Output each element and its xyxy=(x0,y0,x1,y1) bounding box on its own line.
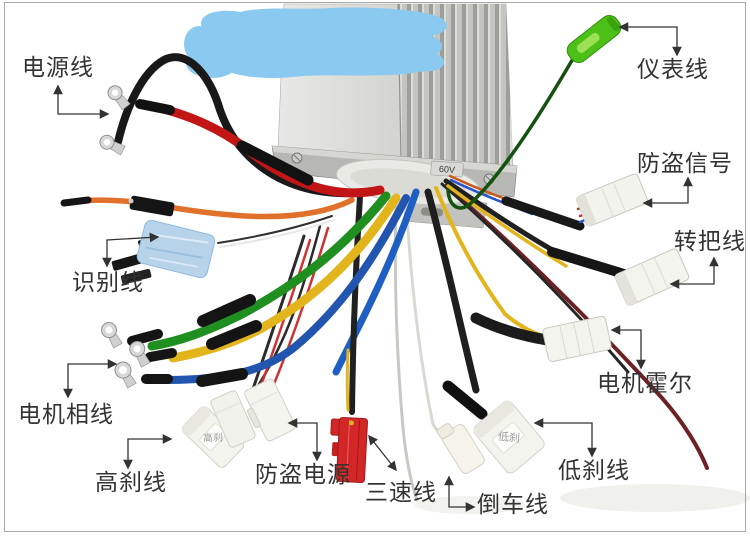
sleeve-antitheft-signal xyxy=(501,196,585,231)
connectors: 低刹 高刹 xyxy=(99,14,690,484)
wire-low-brake xyxy=(424,188,480,394)
meter-connector xyxy=(566,14,622,64)
label-id-line: 识别线 xyxy=(72,270,144,295)
label-reverse-line: 倒车线 xyxy=(477,492,549,517)
label-low-brake: 低刹线 xyxy=(558,458,630,483)
label-throttle-line: 转把线 xyxy=(674,229,746,254)
high-brake-connector: 高刹 xyxy=(181,406,245,468)
low-brake-connector: 低刹 xyxy=(473,400,545,474)
wire-power-black xyxy=(114,53,370,198)
wire-three-speed xyxy=(349,193,363,415)
wire-meter-green xyxy=(468,48,580,206)
sleeve-throttle xyxy=(547,247,629,279)
throttle-connector xyxy=(614,248,690,306)
arrow-low-brake xyxy=(533,418,597,458)
label-antitheft-power: 防盗电源 xyxy=(255,462,351,487)
wire-phase-green xyxy=(147,191,391,351)
arrow-motor-phase xyxy=(63,359,118,399)
arrow-reverse-line xyxy=(444,475,476,512)
wire-grey-2 xyxy=(404,198,458,448)
voltage-tag: 60V xyxy=(430,160,464,178)
annotation-arrows xyxy=(53,22,719,512)
label-high-brake: 高刹线 xyxy=(95,470,167,495)
wire-orange xyxy=(67,197,355,220)
wire-phase-yellow xyxy=(168,193,401,363)
sleeve-low-brake xyxy=(442,380,488,420)
label-motor-hall: 电机霍尔 xyxy=(597,371,693,396)
label-motor-phase: 电机相线 xyxy=(18,402,114,427)
ring-terminal xyxy=(107,85,131,111)
ring-terminal xyxy=(129,340,151,368)
wire-grey-1 xyxy=(393,198,419,502)
antitheft-signal-connector xyxy=(576,173,648,227)
motor-hall-connector xyxy=(542,315,612,363)
antitheft-power-connector-b xyxy=(244,378,296,442)
arrow-antitheft-power xyxy=(287,418,322,462)
antitheft-power-connector-a xyxy=(210,390,256,448)
arrow-motor-hall xyxy=(610,325,646,370)
voltage-tag-text: 60V xyxy=(439,164,456,175)
label-three-speed: 三速线 xyxy=(365,480,437,505)
sleeve-hall xyxy=(470,312,553,346)
three-speed-connector xyxy=(330,416,369,484)
label-meter-line: 仪表线 xyxy=(637,57,709,82)
ring-terminal xyxy=(114,361,137,389)
high-brake-imprint: 高刹 xyxy=(203,431,223,445)
arrow-high-brake xyxy=(123,434,173,470)
photo-shadows xyxy=(415,484,750,514)
ring-terminal xyxy=(101,322,123,349)
arrow-three-speed xyxy=(368,434,397,472)
low-brake-imprint: 低刹 xyxy=(497,430,520,445)
label-power-line: 电源线 xyxy=(22,55,94,80)
wire-bundle xyxy=(60,48,709,502)
ring-terminals xyxy=(99,85,151,389)
reverse-connector xyxy=(436,423,485,475)
arrow-id-line xyxy=(102,232,160,268)
arrow-power-line xyxy=(53,84,110,119)
label-antitheft-signal: 防盗信号 xyxy=(637,151,733,176)
blue-scribble-redaction xyxy=(184,7,447,78)
ring-terminal xyxy=(99,134,126,156)
wire-throttle-yellow xyxy=(446,184,568,268)
arrow-meter-line xyxy=(618,22,682,57)
arrow-throttle-line xyxy=(669,256,719,289)
arrow-antitheft-signal xyxy=(642,176,693,208)
wire-blue-mid xyxy=(332,188,420,376)
